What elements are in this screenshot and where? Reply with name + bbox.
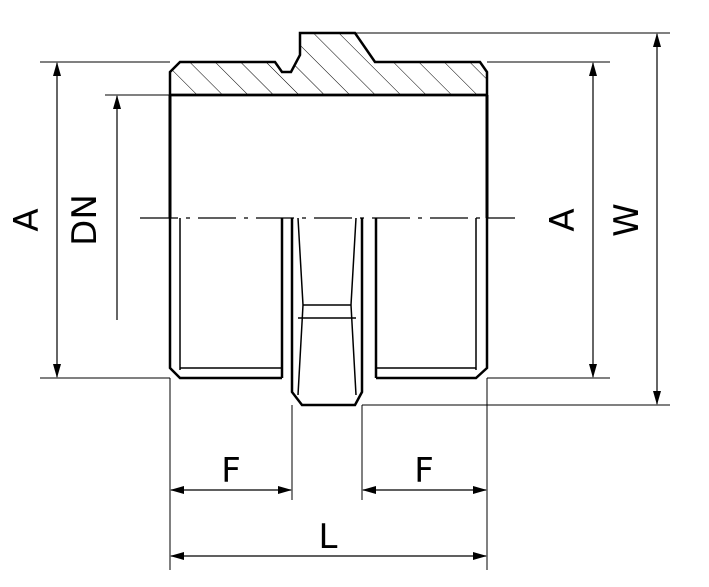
label-f-right: F [414,451,434,491]
dimension-lines [53,33,661,560]
label-f-left: F [221,451,241,491]
label-dn: DN [65,194,105,246]
label-a-right: A [543,208,583,231]
hex-nut [290,218,364,407]
body-outline [168,93,489,407]
label-w: W [607,203,647,237]
extension-lines [40,32,670,570]
label-l: L [319,517,338,557]
label-a-left: A [7,208,47,231]
hatched-section [168,31,489,97]
section-view [168,31,489,97]
